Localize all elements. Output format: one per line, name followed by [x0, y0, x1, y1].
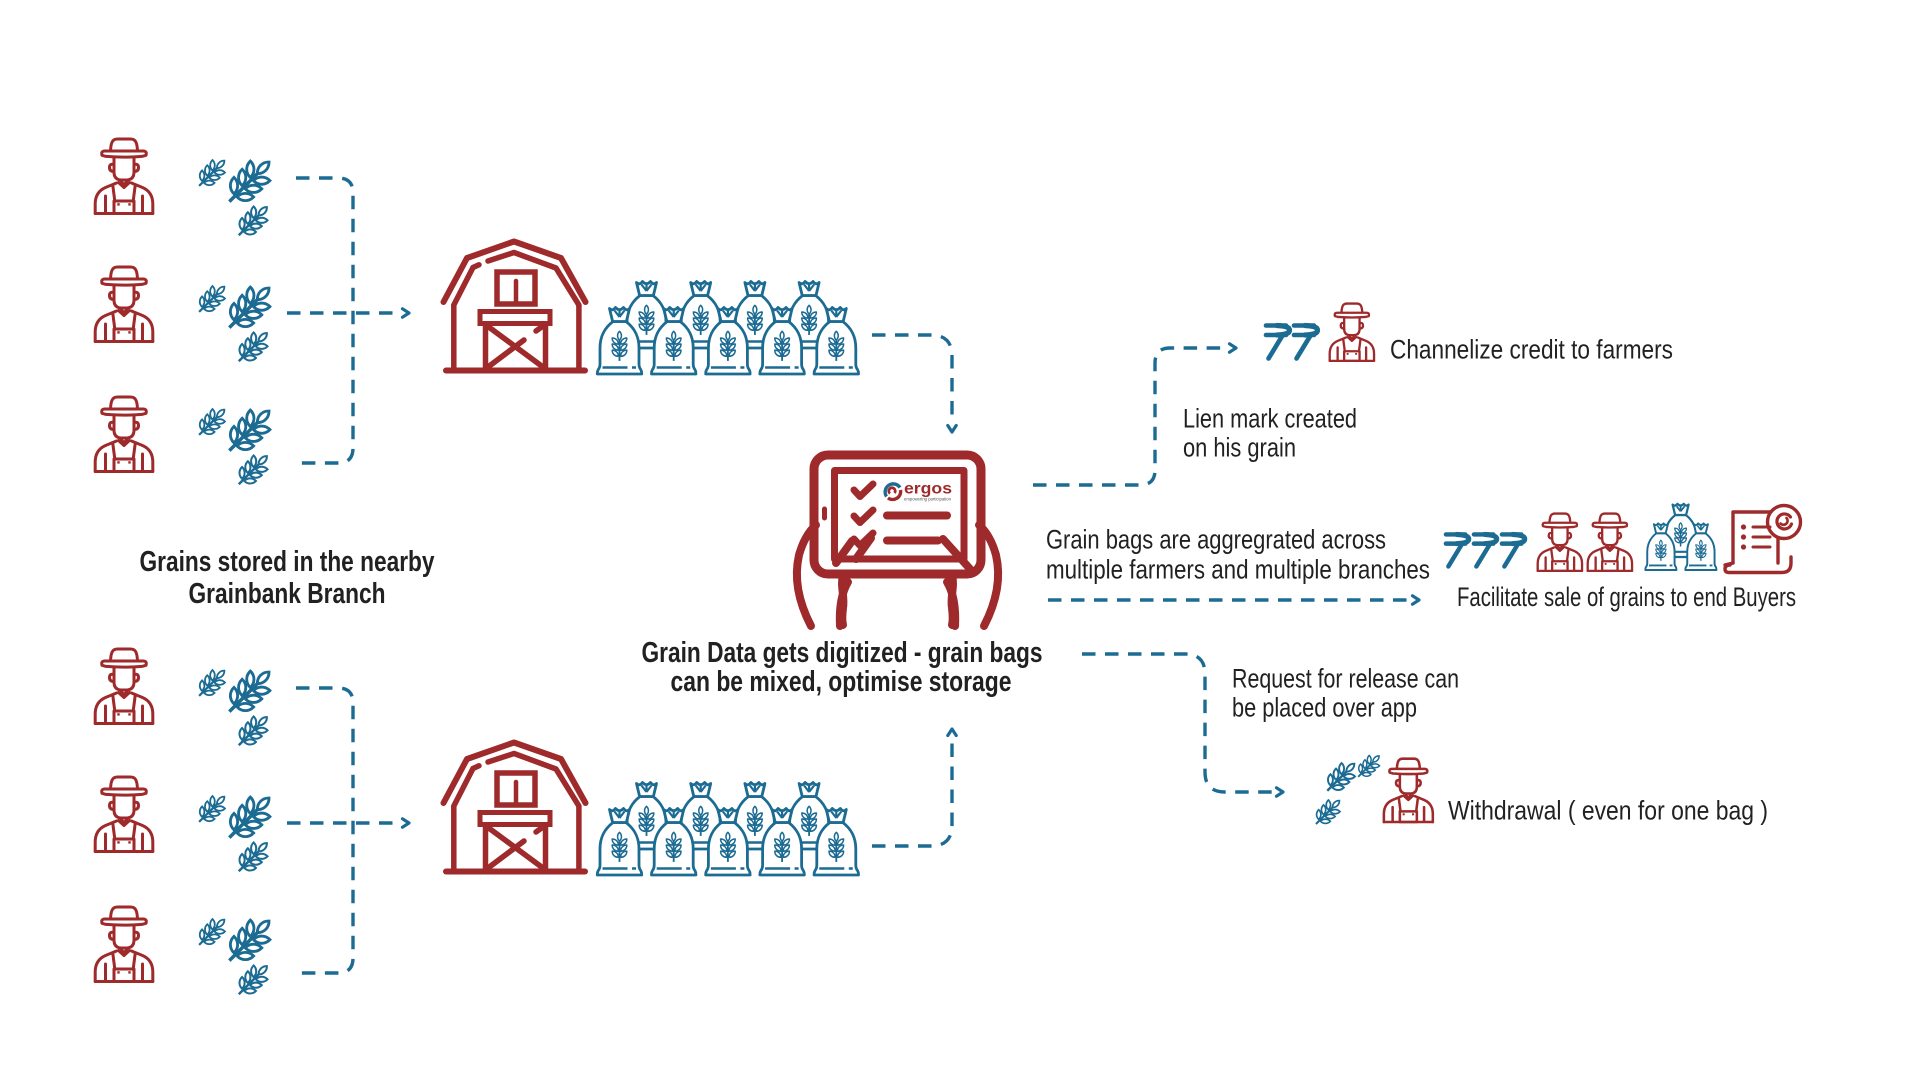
- svg-text:on his grain: on his grain: [1183, 433, 1296, 463]
- svg-text:Grain bags are aggregrated acr: Grain bags are aggregrated across: [1046, 525, 1386, 555]
- svg-text:empowering participation: empowering participation: [904, 497, 951, 502]
- svg-text:multiple farmers and multiple: multiple farmers and multiple branches: [1046, 555, 1430, 585]
- svg-text:ergos: ergos: [904, 481, 952, 498]
- svg-text:Grains stored in the nearby: Grains stored in the nearby: [140, 546, 435, 578]
- svg-text:Grainbank Branch: Grainbank Branch: [189, 578, 386, 610]
- svg-text:Facilitate sale of grains to e: Facilitate sale of grains to end Buyers: [1457, 582, 1796, 612]
- svg-text:Channelize credit to farmers: Channelize credit to farmers: [1390, 335, 1673, 365]
- svg-text:Lien mark created: Lien mark created: [1183, 404, 1357, 434]
- svg-text:Withdrawal ( even for one bag: Withdrawal ( even for one bag ): [1448, 796, 1768, 826]
- svg-text:can be mixed, optimise storage: can be mixed, optimise storage: [671, 666, 1012, 698]
- svg-text:Grain Data gets digitized - gr: Grain Data gets digitized - grain bags: [642, 637, 1043, 669]
- svg-text:Request for release can: Request for release can: [1232, 664, 1459, 694]
- svg-text:be placed over app: be placed over app: [1232, 693, 1417, 723]
